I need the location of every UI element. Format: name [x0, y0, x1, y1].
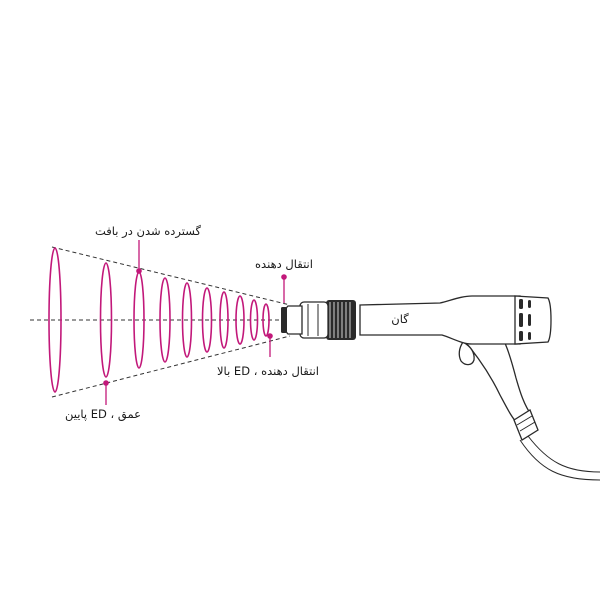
rear-slot-4 [528, 300, 531, 308]
rear-slot-1 [519, 299, 523, 309]
label-spread: گسترده شدن در بافت [95, 224, 201, 239]
rear-slot-6 [528, 332, 531, 340]
rear-slot-2 [519, 313, 523, 327]
wave-ring-9 [249, 299, 259, 341]
gun-cable-2 [527, 435, 600, 473]
wave-ring-6 [201, 287, 213, 353]
wave-ring-7 [219, 291, 229, 349]
gun-grip-ring [326, 300, 356, 340]
gun-connector [513, 409, 539, 441]
wave-ring-5 [181, 282, 193, 358]
gun-cable [519, 439, 600, 481]
grip-ring-ridges [329, 302, 351, 338]
rear-slot-3 [519, 331, 523, 341]
rear-slot-5 [528, 314, 531, 326]
cone-top-edge [51, 246, 291, 306]
label-depth-low: عمق ، ED پایین [65, 407, 141, 422]
wave-ring-2 [99, 262, 113, 378]
gun-front-sleeve [299, 301, 329, 339]
shockwave-gun: گان [281, 295, 600, 481]
connector-line-2 [519, 421, 536, 432]
gun-trigger [458, 341, 475, 366]
gun-rear-cap [514, 295, 552, 345]
dot-transmitter-top [281, 274, 287, 280]
gun-body [359, 295, 521, 345]
transmitter-tip [281, 307, 287, 333]
connector-line-1 [516, 415, 533, 426]
dot-spread [136, 268, 142, 274]
cone-bottom-edge [51, 335, 291, 398]
wave-ring-10 [262, 303, 270, 337]
label-transmitter-top: انتقال دهنده [255, 257, 313, 271]
dot-depth [103, 380, 109, 386]
wave-ring-8 [235, 295, 245, 345]
callouts [103, 240, 287, 405]
wave-ring-4 [159, 277, 171, 363]
label-transmitter-high: انتقال دهنده ، ED بالا [217, 364, 319, 378]
gun-label: گان [391, 312, 409, 326]
dot-transmitter-high [267, 333, 273, 339]
wave-cone [30, 246, 292, 398]
wave-ring-1 [48, 247, 62, 393]
